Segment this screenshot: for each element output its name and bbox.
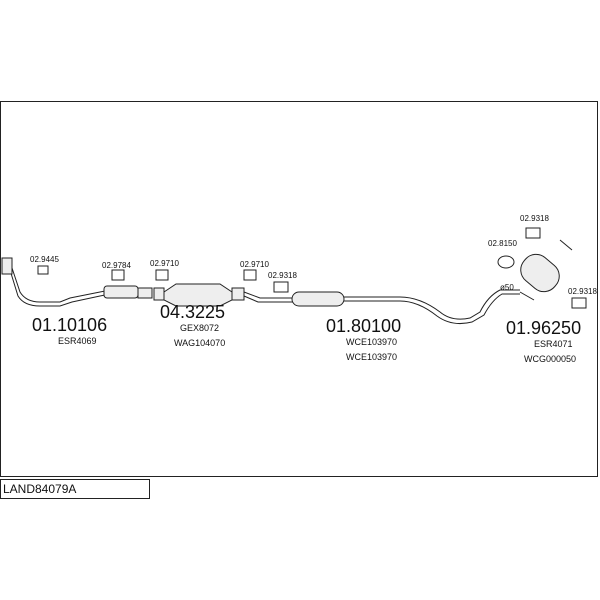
rear-silencer-body (520, 253, 560, 293)
part-middle-ref2: WCE103970 (346, 352, 397, 362)
middle-silencer (291, 291, 345, 307)
catalyst-drawing (153, 269, 245, 307)
front-flange (1, 257, 13, 275)
diagram-title: LAND84079A (0, 479, 150, 499)
accessory-a8-label: 02.9318 (568, 287, 597, 296)
middle-pipe-drawing (243, 269, 520, 324)
accessory-a2-label: 02.9784 (102, 261, 131, 270)
part-middle-ref1: WCE103970 (346, 337, 397, 347)
front-pipe-end-flange (137, 287, 153, 299)
accessory-a6-label: 02.8150 (488, 239, 517, 248)
part-rear-ref1: ESR4071 (534, 339, 573, 349)
part-rear-number: 01.96250 (506, 318, 581, 338)
clamp-a3-icon (155, 269, 169, 281)
accessory-a3-label: 02.9710 (150, 259, 179, 268)
clamp-a4-icon (243, 269, 257, 281)
clamp-a2-icon (111, 269, 125, 281)
accessory-a5-label: 02.9318 (268, 271, 297, 280)
hanger-a8-icon (571, 297, 587, 309)
part-catalyst-ref1: GEX8072 (180, 323, 219, 333)
rear-silencer-drawing (497, 227, 587, 309)
hanger-a5-icon (273, 281, 289, 293)
hanger-a6-icon (497, 255, 515, 269)
part-front-pipe-number: 01.10106 (32, 315, 107, 335)
part-middle-number: 01.80100 (326, 316, 401, 336)
front-pipe-drawing (1, 257, 153, 307)
diameter-label: ø50 (500, 283, 514, 292)
clamp-a1-icon (37, 265, 49, 275)
cat-front-flange (153, 287, 165, 301)
flex-joint (103, 285, 139, 299)
accessory-a7-label: 02.9318 (520, 214, 549, 223)
part-catalyst-ref2: WAG104070 (174, 338, 225, 348)
diagram-frame (0, 101, 598, 477)
part-rear-ref2: WCG000050 (524, 354, 576, 364)
part-front-pipe-ref: ESR4069 (58, 336, 97, 346)
hanger-a7-icon (525, 227, 541, 239)
accessory-a1-label: 02.9445 (30, 255, 59, 264)
part-catalyst-number: 04.3225 (160, 302, 225, 322)
accessory-a4-label: 02.9710 (240, 260, 269, 269)
cat-rear-flange (231, 287, 245, 301)
